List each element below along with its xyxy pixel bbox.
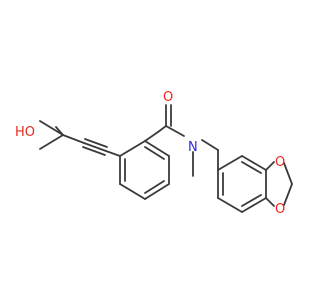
triple-bond-center: [83, 142, 107, 152]
atom-label-hydroxyl: HO: [15, 125, 35, 140]
triple-bond-upper: [84, 138, 108, 148]
structure-canvas: HO O N O O: [15, 90, 293, 217]
amide-fragment: [144, 104, 219, 177]
bond-n-ch2: [201, 139, 219, 151]
dioxole-ring: [265, 161, 293, 207]
atom-label-ring-oxygen-lower: O: [275, 202, 285, 217]
bond-alkyne-ring: [105, 150, 121, 157]
alkyne-alcohol-fragment: [39, 120, 121, 157]
atom-label-ring-oxygen-upper: O: [275, 155, 285, 170]
bond-c-oh: [55, 126, 64, 136]
atom-label-amide-nitrogen: N: [188, 140, 198, 155]
molecule-structure: HO O N O O: [15, 90, 293, 217]
benzene-ring-left: [119, 140, 170, 200]
bond-methyl-top: [39, 120, 64, 136]
bond-c-alkyne: [62, 134, 85, 144]
atom-label-carbonyl-oxygen: O: [163, 90, 173, 105]
bond-methyl-bottom: [39, 134, 64, 150]
triple-bond-lower: [82, 146, 106, 156]
benzodioxole-ring: [217, 155, 267, 213]
